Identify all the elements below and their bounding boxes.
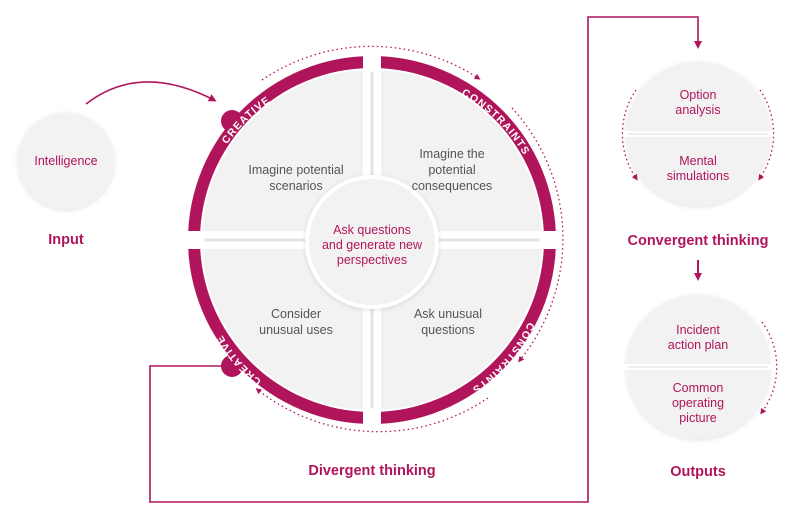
svg-text:perspectives: perspectives [337, 253, 407, 267]
svg-text:picture: picture [679, 411, 717, 425]
dotted-arrow-bottom [255, 388, 489, 433]
svg-text:questions: questions [421, 323, 475, 337]
svg-text:and generate new: and generate new [322, 238, 423, 252]
svg-text:Incident: Incident [676, 323, 720, 337]
svg-text:simulations: simulations [667, 169, 730, 183]
svg-text:action plan: action plan [668, 338, 729, 352]
svg-text:scenarios: scenarios [269, 179, 323, 193]
dotted-arrow-top [261, 45, 481, 81]
divergent-heading: Divergent thinking [308, 463, 435, 479]
svg-text:Common: Common [673, 381, 724, 395]
convergent-heading: Convergent thinking [628, 233, 769, 249]
outputs-circle [620, 295, 776, 439]
quadrant-top-left-text: Imagine potential scenarios [248, 163, 343, 193]
svg-text:Ask unusual: Ask unusual [414, 307, 482, 321]
svg-text:operating: operating [672, 396, 724, 410]
outputs-heading: Outputs [670, 464, 726, 480]
feedback-path-arrow [149, 16, 702, 503]
svg-text:potential: potential [428, 163, 475, 177]
svg-text:Imagine potential: Imagine potential [248, 163, 343, 177]
creative-handle-top [221, 110, 243, 132]
quadrant-bottom-left-text: Consider unusual uses [259, 307, 333, 337]
convergent-bottom-text: Mental simulations [667, 154, 730, 183]
svg-text:analysis: analysis [675, 103, 720, 117]
outputs-top-text: Incident action plan [668, 323, 729, 352]
quadrant-top-right-text: Imagine the potential consequences [412, 147, 493, 193]
outputs-bottom-text: Common operating picture [672, 381, 724, 425]
input-circle-label: Intelligence [34, 154, 97, 168]
center-text: Ask questions and generate new perspecti… [322, 223, 423, 267]
convergent-circle [620, 62, 776, 206]
center-circle [305, 175, 439, 309]
divergent-ring [182, 50, 562, 430]
quadrant-bottom-right-text: Ask unusual questions [414, 307, 482, 337]
svg-text:Mental: Mental [679, 154, 717, 168]
svg-text:Consider: Consider [271, 307, 321, 321]
svg-text:Option: Option [680, 88, 717, 102]
svg-text:Ask questions: Ask questions [333, 223, 411, 237]
convergent-top-text: Option analysis [675, 88, 720, 117]
svg-text:unusual uses: unusual uses [259, 323, 333, 337]
input-circle [18, 113, 114, 209]
input-to-creative-arrow [85, 81, 217, 105]
svg-text:consequences: consequences [412, 179, 493, 193]
input-heading: Input [48, 232, 84, 248]
svg-text:Imagine the: Imagine the [419, 147, 484, 161]
